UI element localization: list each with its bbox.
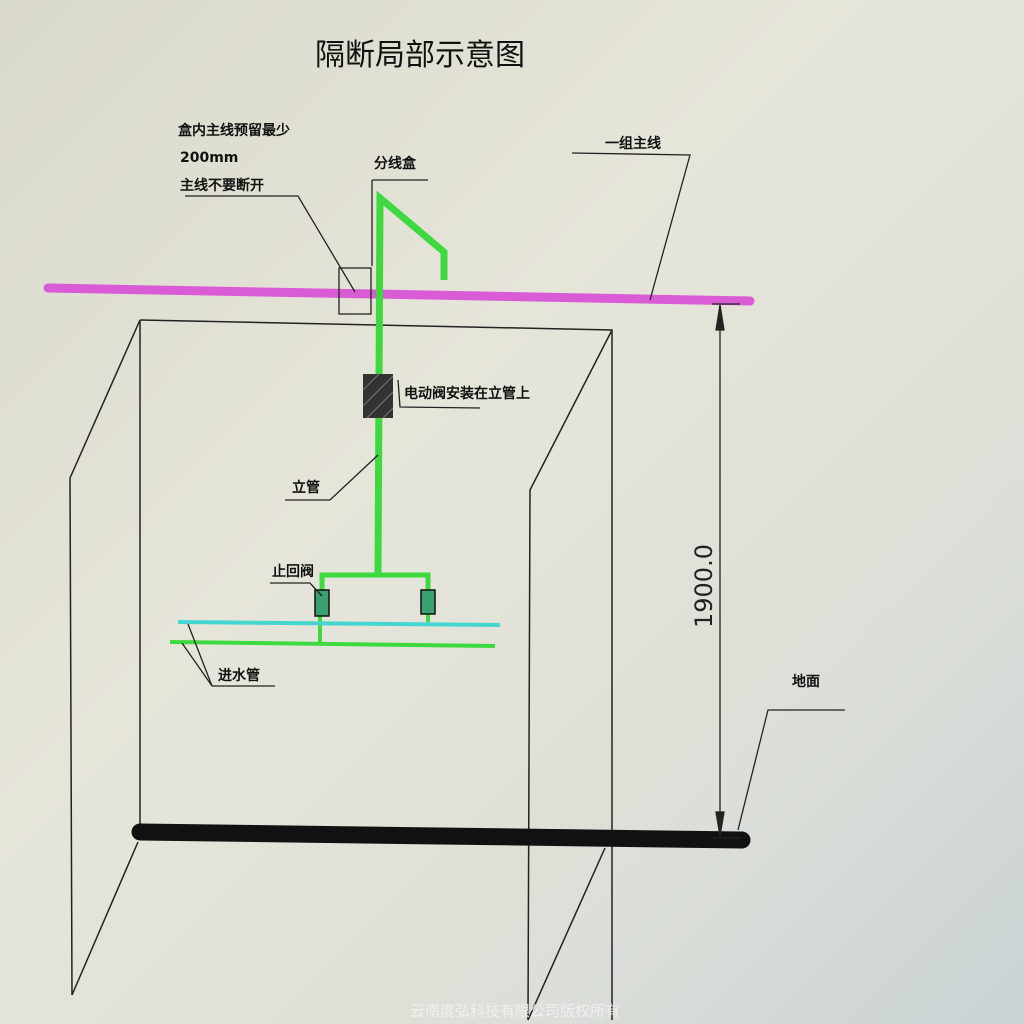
junction-box xyxy=(338,267,372,315)
ground-line xyxy=(131,823,751,849)
inlet-pipe-green xyxy=(169,640,496,648)
leader-lines xyxy=(181,152,845,831)
label-reserve-1: 盒内主线预留最少 xyxy=(177,122,290,139)
dimension-value: 1900.0 xyxy=(690,544,718,628)
label-junction-box: 分线盒 xyxy=(374,155,417,172)
valve-hatch xyxy=(362,373,394,419)
label-electric-valve: 电动阀安装在立管上 xyxy=(404,385,530,402)
check-valve-left xyxy=(314,589,330,617)
label-reserve-2: 200mm xyxy=(180,150,238,166)
dimension-line xyxy=(712,303,740,839)
diagram-title: 隔断局部示意图 xyxy=(315,38,525,73)
label-riser: 立管 xyxy=(292,479,320,496)
label-inlet-pipe: 进水管 xyxy=(218,667,260,684)
inlet-pipe-cyan xyxy=(177,620,501,627)
partition-outline xyxy=(69,319,613,1021)
check-valve-right xyxy=(420,589,436,615)
label-check-valve: 止回阀 xyxy=(272,563,314,580)
main-line xyxy=(43,283,755,306)
label-reserve-3: 主线不要断开 xyxy=(180,177,264,194)
watermark: 云南度弘科技有限公司版权所有 xyxy=(410,1002,620,1020)
label-main-line: 一组主线 xyxy=(605,135,661,152)
label-ground: 地面 xyxy=(792,673,820,690)
